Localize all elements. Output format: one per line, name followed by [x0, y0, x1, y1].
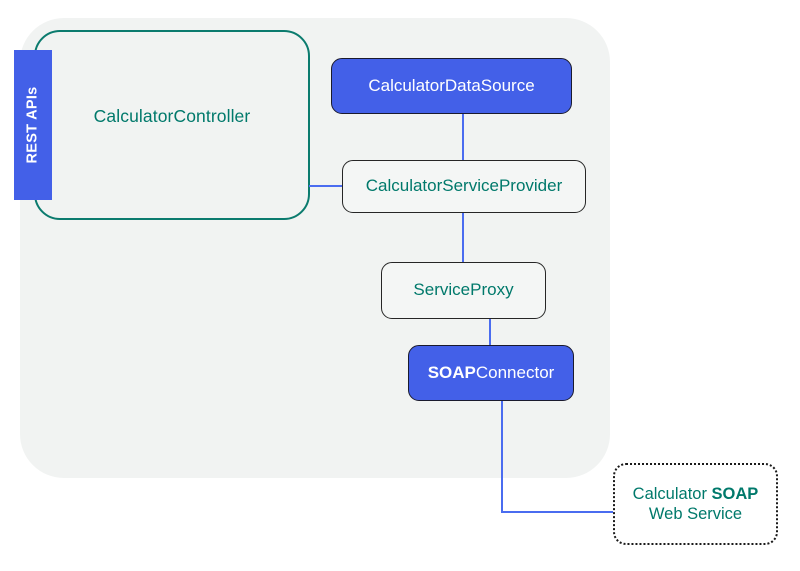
node-calculator-data-source[interactable]: CalculatorDataSource [331, 58, 572, 114]
web-service-line2: Web Service [648, 505, 743, 523]
node-soap-connector-label: SOAPConnector [428, 363, 555, 384]
node-calculator-soap-web-service[interactable]: Calculator SOAP Web Service [613, 463, 778, 545]
connector-soapconnector-to-webservice-vertical [501, 400, 504, 513]
node-soap-connector[interactable]: SOAPConnector [408, 345, 574, 401]
connector-serviceproxy-to-soapconnector [489, 318, 492, 346]
node-soap-connector-label-rest: Connector [475, 362, 555, 382]
node-soap-connector-label-bold: SOAP [427, 362, 476, 382]
rest-apis-tab: REST APIs [14, 50, 52, 200]
connector-serviceprovider-to-serviceproxy [462, 212, 465, 263]
connector-controller-to-serviceprovider [309, 185, 343, 188]
connector-datasource-to-serviceprovider [462, 113, 465, 161]
node-calculator-data-source-label: CalculatorDataSource [368, 75, 535, 95]
connector-soapconnector-to-webservice-horizontal [501, 511, 614, 514]
web-service-line1-bold: SOAP [711, 484, 759, 503]
node-calculator-soap-web-service-label: Calculator SOAP Web Service [633, 484, 759, 524]
node-service-proxy[interactable]: ServiceProxy [381, 262, 546, 319]
node-calculator-service-provider[interactable]: CalculatorServiceProvider [342, 160, 586, 213]
rest-apis-tab-label: REST APIs [25, 86, 42, 164]
calculator-controller-label: CalculatorController [93, 106, 251, 126]
web-service-line1-prefix: Calculator [632, 484, 712, 503]
node-calculator-service-provider-label: CalculatorServiceProvider [365, 176, 563, 196]
node-service-proxy-label: ServiceProxy [413, 280, 514, 300]
